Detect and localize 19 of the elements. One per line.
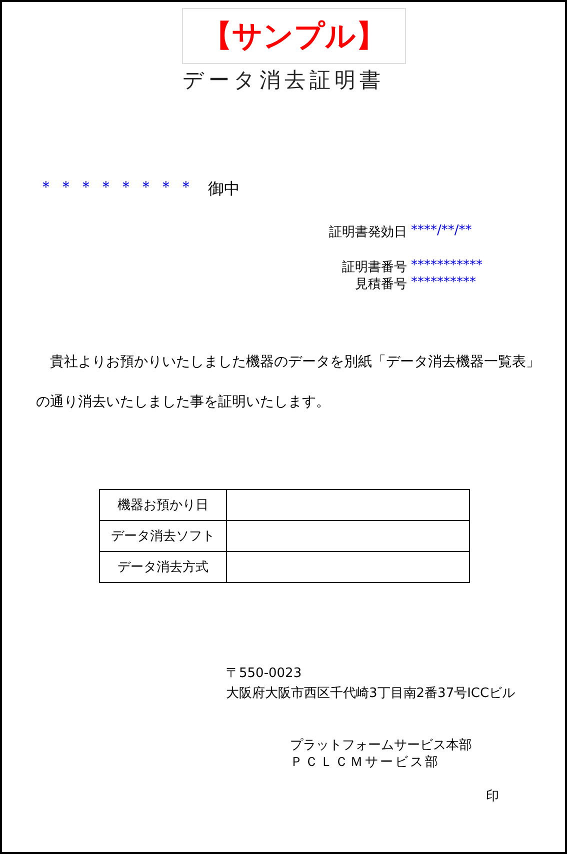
honorific-text: 御中 bbox=[208, 179, 240, 200]
field-label: 証明書番号 bbox=[342, 259, 407, 276]
department-text: ＰＣＬＣＭサービス部 bbox=[290, 754, 440, 771]
postal-code: 〒550-0023 bbox=[226, 665, 302, 682]
masked-date-text: ****/**/** bbox=[411, 223, 472, 238]
address-text: 大阪府大阪市西区千代崎3丁目南2番37号ICCビル bbox=[226, 685, 516, 702]
table-row-header: 機器お預かり日 bbox=[99, 490, 227, 520]
masked-number-text: ********** bbox=[411, 275, 476, 290]
table-row-header: データ消去ソフト bbox=[99, 521, 227, 551]
sample-stamp-box: 【サンプル】 bbox=[182, 8, 406, 64]
field-label: 見積番号 bbox=[355, 276, 407, 293]
masked-number-text: *********** bbox=[411, 258, 482, 273]
certification-paragraph: 貴社よりお預かりいたしました機器のデータを別紙「データ消去機器一覧表」の通り消去いたしました事を証明いたします。 bbox=[36, 353, 541, 412]
field-label: 証明書発効日 bbox=[329, 224, 407, 241]
department-text: プラットフォームサービス本部 bbox=[290, 737, 472, 754]
document-title: データ消去証明書 bbox=[182, 67, 386, 94]
table-row-header: データ消去方式 bbox=[99, 552, 227, 582]
masked-addressee-text: ＊＊＊＊＊＊＊＊ bbox=[38, 177, 198, 198]
seal-mark: 印 bbox=[486, 788, 499, 805]
